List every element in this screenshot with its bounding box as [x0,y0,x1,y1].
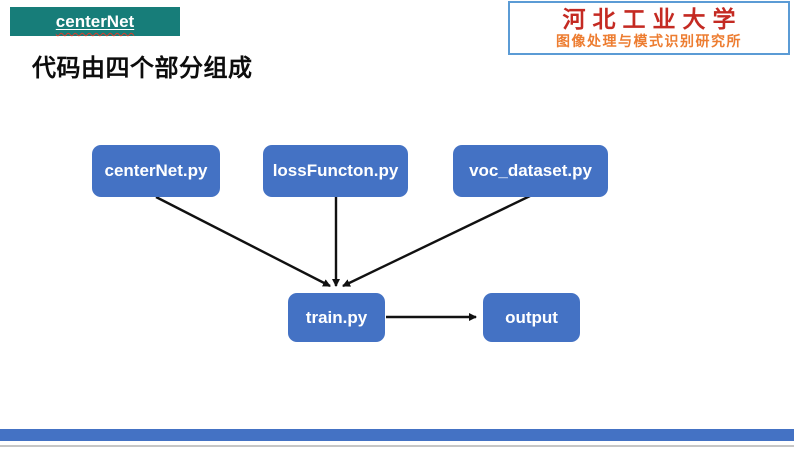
logo-badge-label: centerNet [55,12,135,31]
edge-centernet-to-train [155,195,331,288]
node-voc-dataset-py: voc_dataset.py [453,145,608,197]
slide-logo-badge: centerNet [10,7,180,36]
node-lossfuncton-py: lossFuncton.py [263,145,408,197]
slide-heading: 代码由四个部分组成 [32,55,253,82]
university-name: 河北工业大学 [562,6,743,33]
slide-bottom-edge-line [0,445,794,447]
edge-vocdata-to-train [342,194,531,288]
institute-name: 图像处理与模式识别研究所 [556,33,742,49]
institution-header-box: 河北工业大学 图像处理与模式识别研究所 [508,1,790,55]
logo-badge-squiggle: centerNet [56,13,134,30]
node-train-py: train.py [288,293,385,342]
footer-accent-bar [0,429,794,441]
node-centernet-py: centerNet.py [92,145,220,197]
node-output: output [483,293,580,342]
